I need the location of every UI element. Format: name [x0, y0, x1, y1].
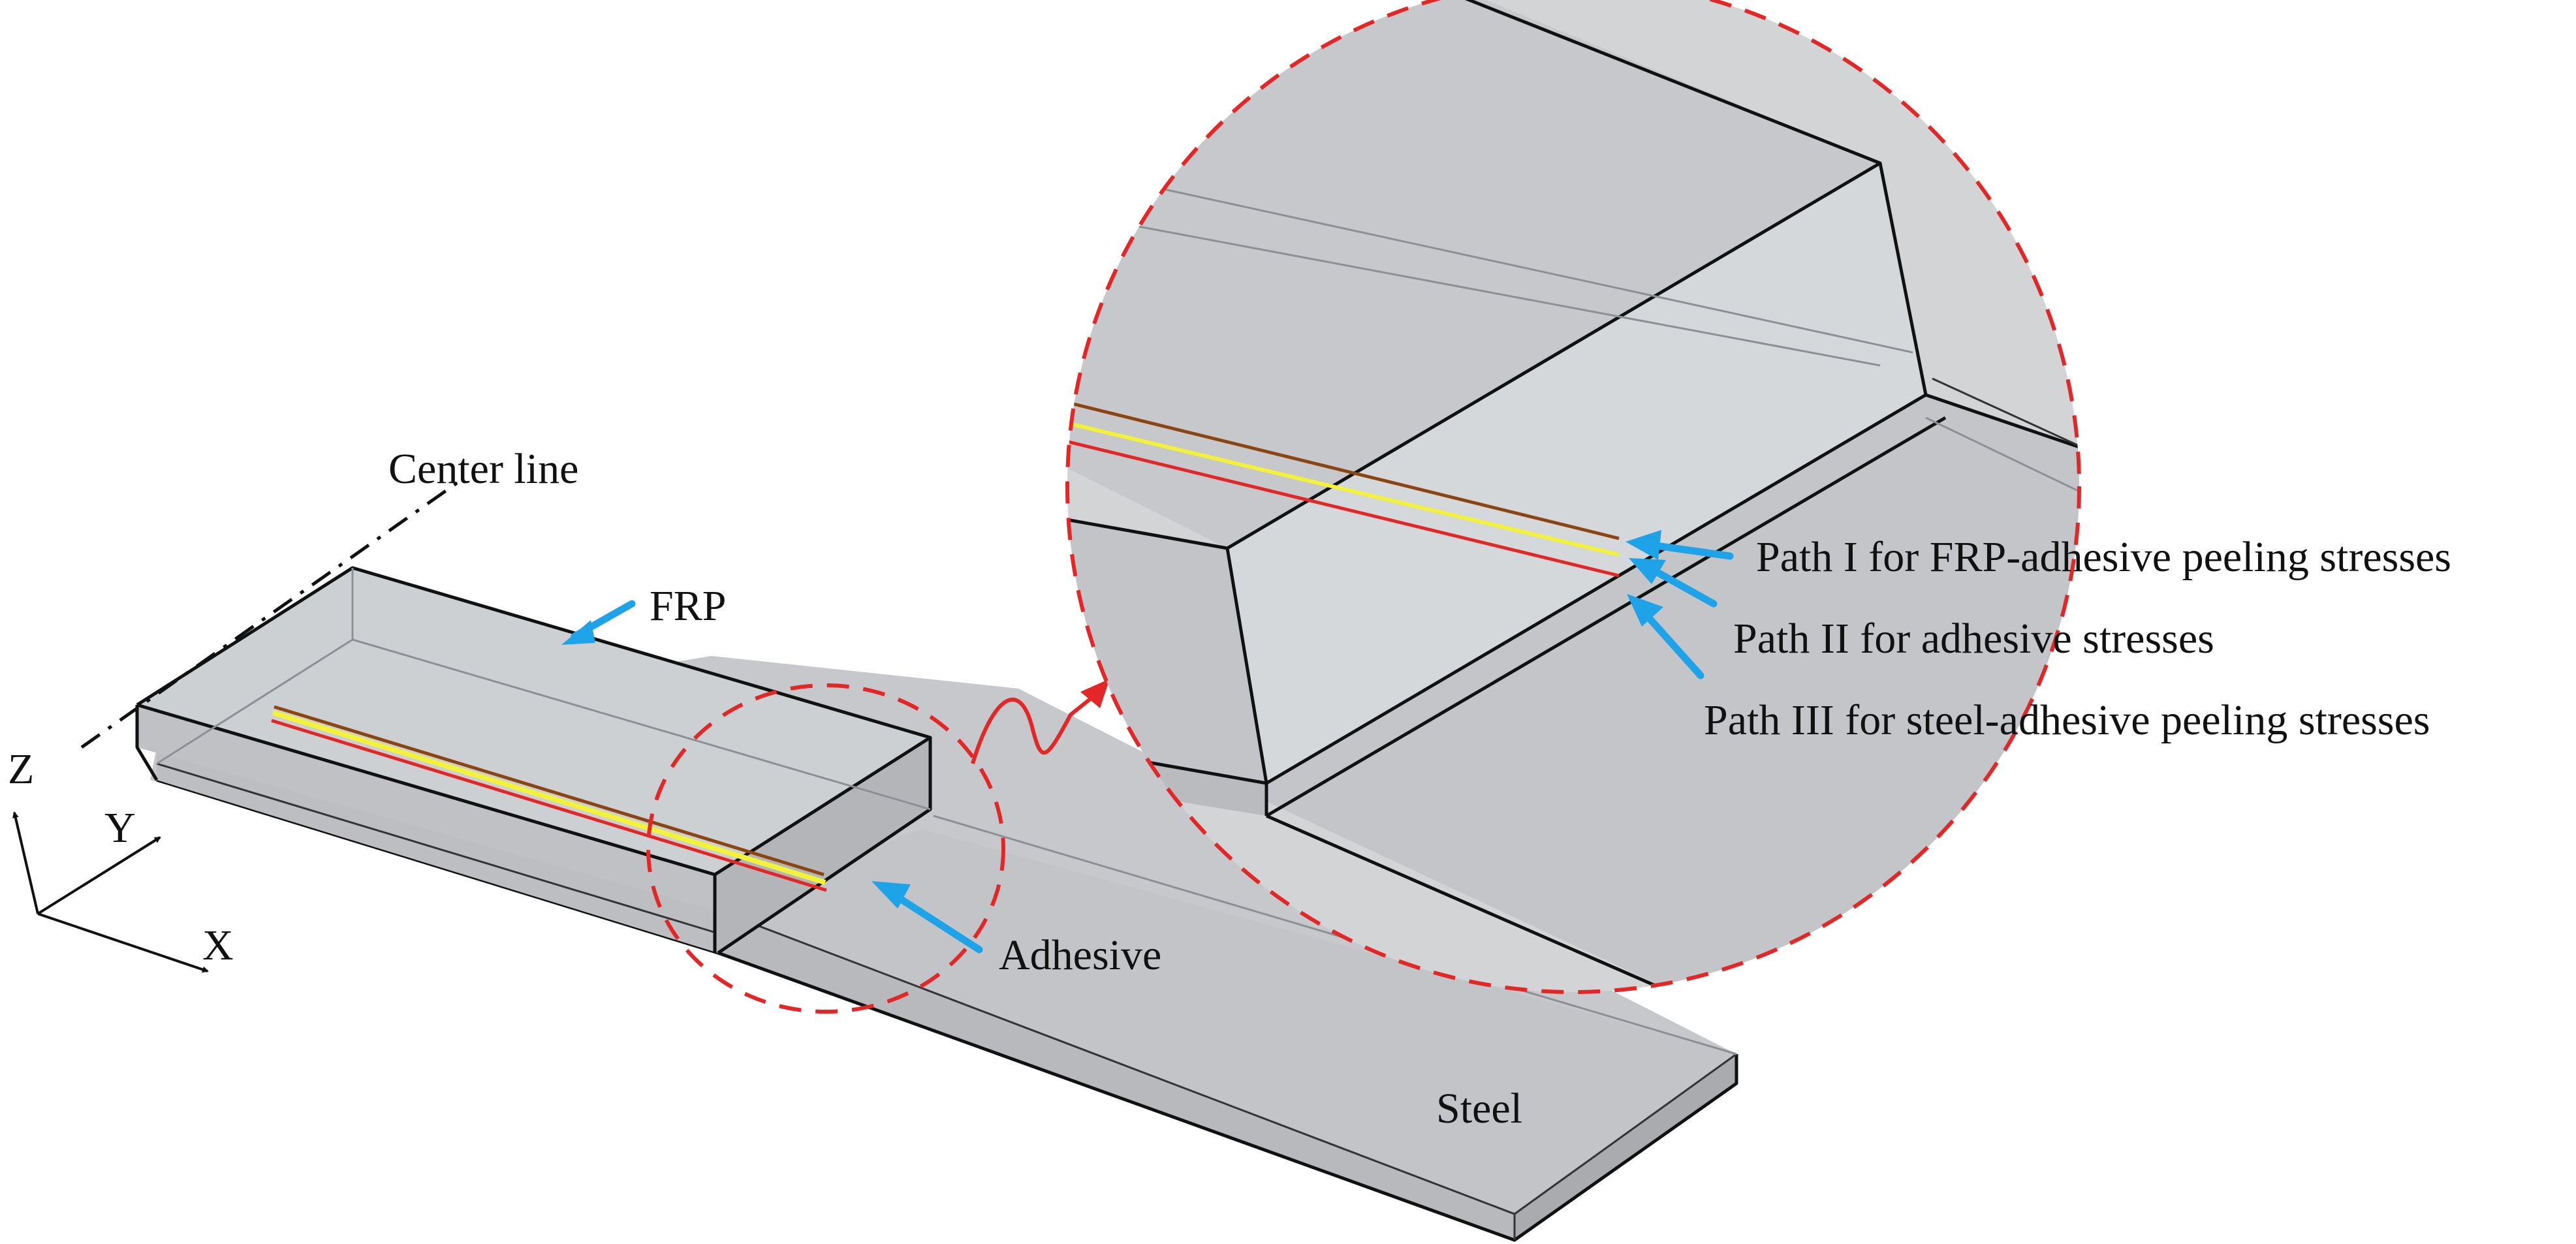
- zoom-link-arrow: [971, 687, 1105, 764]
- steel-plate-top-far: [718, 829, 1736, 1214]
- main-model: [80, 481, 1738, 1242]
- steel-label: Steel: [1436, 1085, 1522, 1132]
- path-line-yellow: [272, 710, 826, 885]
- axis-y-label: Y: [104, 804, 136, 852]
- adhesive-label: Adhesive: [999, 931, 1161, 979]
- zoom-detail: [1067, 0, 2079, 992]
- steel-plate-end: [1515, 1054, 1736, 1240]
- pointer-arrows: [561, 530, 1734, 954]
- path-line-red: [271, 719, 827, 892]
- path-ii-label: Path II for adhesive stresses: [1733, 615, 2214, 662]
- path-i-label: Path I for FRP-adhesive peeling stresses: [1756, 533, 2451, 581]
- axis-z-label: Z: [8, 745, 34, 793]
- center-line: [80, 481, 458, 749]
- path-line-brown: [274, 705, 825, 877]
- adhesive-layer: [157, 747, 718, 953]
- frp-plate-end: [715, 738, 930, 953]
- frp-plate-top: [137, 568, 930, 875]
- zoom-circle-outline: [1065, 0, 2081, 994]
- highlight-circle-small: [646, 683, 1005, 1014]
- frp-label: FRP: [650, 582, 726, 630]
- frp-plate-front: [137, 705, 715, 910]
- center-line-label: Center line: [388, 445, 578, 493]
- path-iii-label: Path III for steel-adhesive peeling stre…: [1704, 696, 2430, 744]
- zoom-link-arrowhead: [1080, 679, 1110, 708]
- axis-x-label: X: [202, 922, 234, 969]
- coordinate-axes: Z Y X: [8, 745, 234, 973]
